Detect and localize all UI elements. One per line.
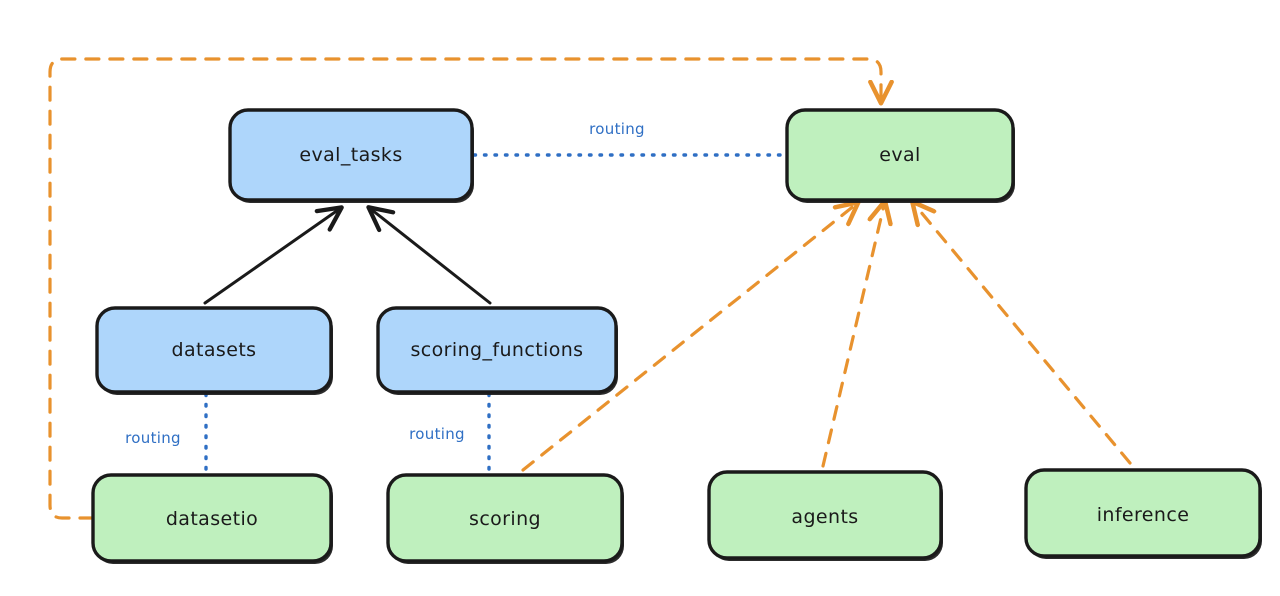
node-datasets[interactable] xyxy=(95,306,333,395)
node-eval_tasks[interactable] xyxy=(228,108,474,203)
nodes-layer xyxy=(91,108,1262,564)
edge-agents-to-eval xyxy=(821,205,884,468)
edge-inference-to-eval xyxy=(915,205,1132,465)
node-eval-body[interactable] xyxy=(785,108,1015,202)
node-scoring-body[interactable] xyxy=(386,473,624,563)
node-datasetio-body[interactable] xyxy=(91,473,333,563)
node-scoring_functions[interactable] xyxy=(376,306,618,395)
node-scoring_functions-body[interactable] xyxy=(376,306,618,394)
node-inference-body[interactable] xyxy=(1024,468,1262,558)
node-scoring[interactable] xyxy=(386,473,624,564)
edge-scoring-to-eval xyxy=(521,205,855,472)
edge-datasetio-to-eval xyxy=(48,57,881,520)
edge-datasets-to-eval-tasks xyxy=(203,205,344,305)
node-datasetio[interactable] xyxy=(91,473,333,564)
node-inference[interactable] xyxy=(1024,468,1262,559)
dependency-edges xyxy=(48,57,1132,520)
node-datasets-body[interactable] xyxy=(95,306,333,394)
edge-scoring-functions-to-eval-tasks xyxy=(366,205,492,305)
node-eval[interactable] xyxy=(785,108,1015,203)
node-agents[interactable] xyxy=(707,470,943,561)
routing-edges xyxy=(204,153,787,475)
solid-edges xyxy=(203,205,492,305)
node-eval_tasks-body[interactable] xyxy=(228,108,474,202)
node-agents-body[interactable] xyxy=(707,470,943,560)
